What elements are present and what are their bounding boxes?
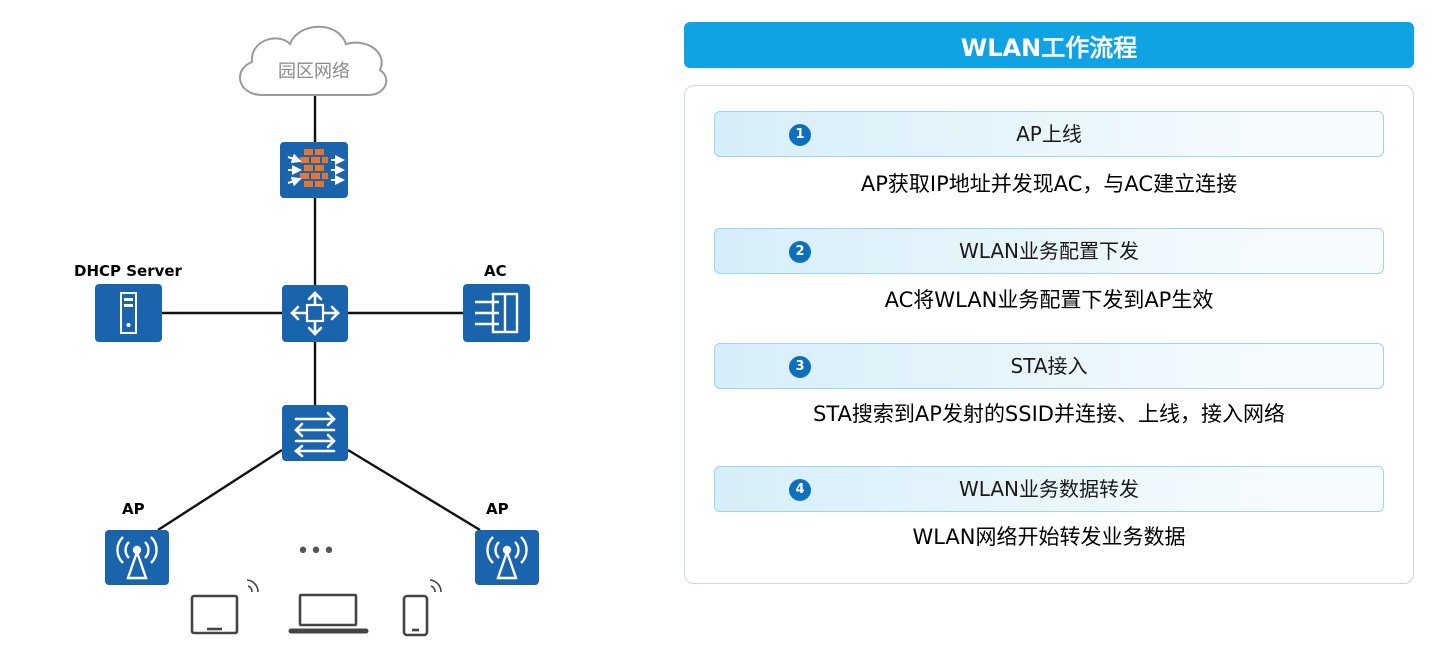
tablet-terminal [190, 579, 259, 635]
ap-right-device [475, 530, 539, 585]
step-2-header: 2 WLAN业务配置下发 [714, 228, 1384, 274]
step-4-description: WLAN网络开始转发业务数据 [912, 525, 1186, 549]
tablet-icon [190, 594, 239, 635]
firewall-device [280, 142, 348, 198]
campus-network-cloud: 园区网络 [239, 25, 388, 96]
cloud-icon [239, 25, 388, 96]
core-router-device [282, 285, 348, 342]
ap-left-label: AP [122, 500, 145, 518]
step-1-number-icon: 1 [789, 124, 811, 146]
server-icon [95, 284, 162, 342]
step-4-title: WLAN业务数据转发 [958, 477, 1140, 501]
connection-lines [157, 96, 481, 532]
step-3-header: 3 STA接入 [714, 343, 1384, 389]
laptop-icon [298, 593, 358, 627]
step-4-number-icon: 4 [789, 479, 811, 501]
access-switch-device [282, 405, 348, 461]
step-3-title: STA接入 [1010, 354, 1088, 378]
dhcp-server-device [95, 284, 162, 342]
laptop-terminal [288, 593, 369, 634]
link-access-ap-left [157, 448, 283, 532]
phone-terminal [402, 579, 442, 637]
workflow-title: WLAN工作流程 [684, 22, 1414, 68]
ac-device [463, 284, 530, 342]
dhcp-server-label: DHCP Server [74, 262, 183, 280]
wireless-ap-icon [105, 530, 169, 585]
phone-icon [402, 594, 429, 637]
network-topology-diagram: 园区网络 DHCP Server [74, 25, 539, 637]
switch-icon [282, 405, 348, 461]
wifi-signal-icon [247, 585, 253, 593]
more-devices-ellipsis: ••• [297, 539, 336, 564]
cloud-label: 园区网络 [278, 61, 350, 82]
ac-label: AC [484, 262, 507, 280]
step-2-title: WLAN业务配置下发 [958, 239, 1140, 263]
wireless-ap-icon [475, 530, 539, 585]
wifi-signal-icon [430, 585, 436, 593]
ap-left-device [105, 530, 169, 585]
step-4-header: 4 WLAN业务数据转发 [714, 466, 1384, 512]
step-1-title: AP上线 [1016, 122, 1082, 146]
step-1-description: AP获取IP地址并发现AC，与AC建立连接 [860, 172, 1238, 196]
step-2-description: AC将WLAN业务配置下发到AP生效 [884, 288, 1214, 312]
step-2-number-icon: 2 [789, 241, 811, 263]
step-1-header: 1 AP上线 [714, 111, 1384, 157]
ap-right-label: AP [486, 500, 509, 518]
step-3-number-icon: 3 [789, 356, 811, 378]
link-access-ap-right [347, 448, 481, 532]
step-3-description: STA搜索到AP发射的SSID并连接、上线，接入网络 [813, 402, 1285, 426]
